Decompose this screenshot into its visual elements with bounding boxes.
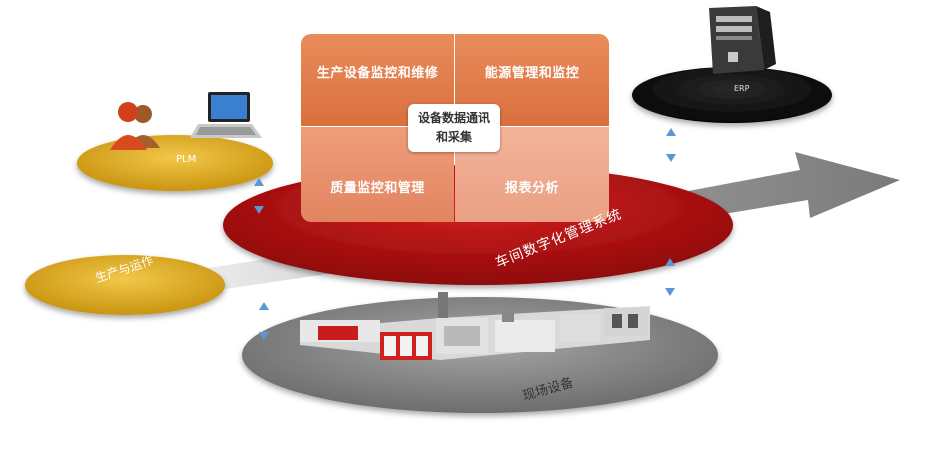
quadrant-energy-management: 能源管理和监控 <box>455 34 609 126</box>
connector-workshop-field-right <box>665 258 675 296</box>
users-laptop-icon <box>110 92 262 150</box>
erp-platform <box>632 67 832 123</box>
data-collection-box: 设备数据通讯和采集 <box>408 104 500 152</box>
quadrant-energy-management-label: 能源管理和监控 <box>484 66 580 81</box>
data-collection-label: 设备数据通讯和采集 <box>417 111 490 144</box>
server-tower-icon <box>709 6 776 74</box>
plm-label: PLM <box>176 154 197 165</box>
quadrant-equipment-monitoring-label: 生产设备监控和维修 <box>316 66 439 81</box>
quadrant-quality-management-label: 质量监控和管理 <box>330 181 425 196</box>
quadrant-report-analysis-label: 报表分析 <box>504 181 559 196</box>
connector-plm-workshop <box>254 178 264 214</box>
connector-erp-workshop <box>666 128 676 162</box>
connector-workshop-field-left <box>259 302 269 340</box>
plm-platform <box>77 135 273 191</box>
erp-label: ERP <box>734 84 750 93</box>
production-platform <box>25 255 225 315</box>
extrusion-line-icon <box>300 292 650 360</box>
